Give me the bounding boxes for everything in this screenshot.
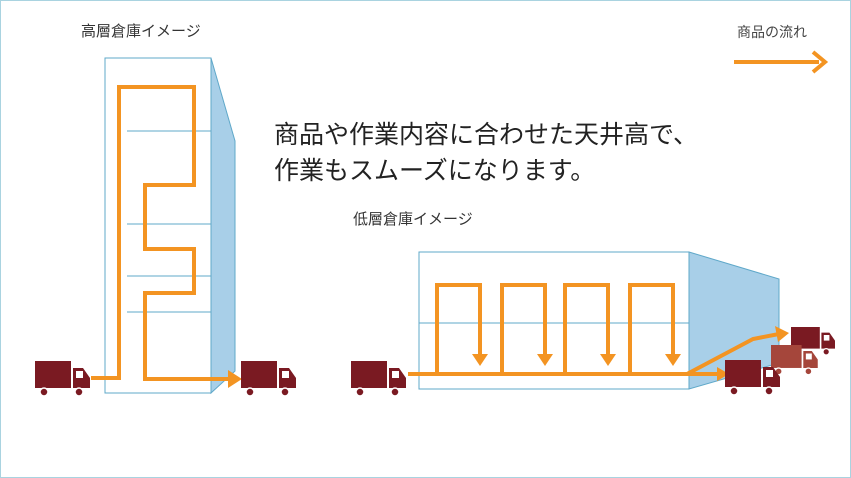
delivery-truck-icon xyxy=(770,344,819,376)
arrow-right-icon xyxy=(734,50,829,74)
delivery-truck-icon xyxy=(34,360,91,397)
tagline: 商品や作業内容に合わせた天井高で、 作業もスムーズになります。 xyxy=(274,117,698,189)
low-rise-warehouse xyxy=(418,251,780,390)
high-rise-arrow-head xyxy=(228,370,242,388)
low-rise-warehouse-label: 低層倉庫イメージ xyxy=(353,210,473,228)
tagline-line-1: 商品や作業内容に合わせた天井高で、 xyxy=(274,120,699,149)
delivery-truck-icon xyxy=(240,360,297,397)
delivery-truck-icon xyxy=(350,360,407,397)
legend-label: 商品の流れ xyxy=(737,25,807,41)
low-rise-arrow-heads xyxy=(472,326,789,381)
high-rise-warehouse-label: 高層倉庫イメージ xyxy=(81,22,201,40)
low-rise-flow-arrow xyxy=(408,283,780,376)
high-rise-warehouse xyxy=(104,57,236,395)
high-rise-flow-arrow xyxy=(91,85,230,381)
tagline-line-2: 作業もスムーズになります。 xyxy=(274,156,596,185)
